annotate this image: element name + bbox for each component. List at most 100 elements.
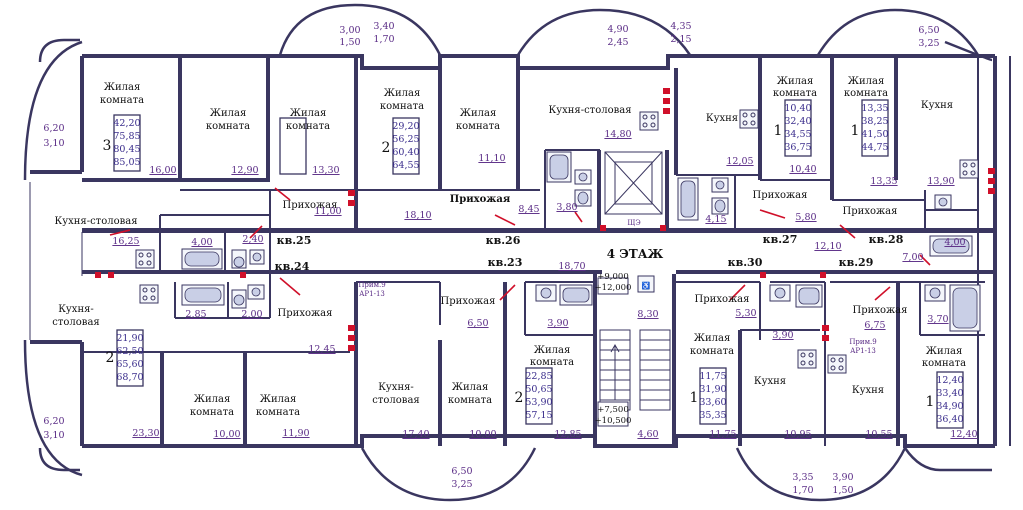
room-name: комната — [380, 101, 424, 112]
room-area: 4,60 — [637, 429, 658, 440]
balcony-area: 3,25 — [451, 479, 472, 490]
svg-text:41,50: 41,50 — [861, 129, 888, 140]
room-name: Кухня — [921, 100, 953, 111]
room-name: Прихожая — [853, 305, 908, 316]
room-name: комната — [256, 407, 300, 418]
room-count: 1 — [690, 390, 699, 406]
room-area: 10,55 — [865, 429, 892, 440]
room-area: 10,40 — [789, 164, 816, 175]
svg-text:85,05: 85,05 — [113, 157, 140, 168]
room-area: 4,00 — [191, 237, 212, 248]
svg-text:35,35: 35,35 — [699, 410, 726, 421]
riser-note: Прим.9 — [358, 281, 385, 289]
room-area: 16,25 — [112, 236, 139, 247]
svg-text:36,75: 36,75 — [784, 142, 811, 153]
room-name: комната — [773, 88, 817, 99]
balcony-area: 3,25 — [918, 38, 939, 49]
balcony-area: 1,50 — [339, 37, 360, 48]
interior-walls-lower — [82, 274, 985, 446]
room-name: Жилая — [384, 88, 421, 99]
svg-text:34,90: 34,90 — [936, 401, 963, 412]
room-name: Кухня-столовая — [548, 105, 631, 116]
summary-kv26: 29,20 56,25 60,40 64,55 — [392, 121, 419, 171]
room-area: 13,35 — [870, 176, 897, 187]
room-area: 11,75 — [709, 429, 736, 440]
svg-text:33,60: 33,60 — [699, 397, 726, 408]
room-name: Прихожая — [450, 194, 511, 205]
room-count: 2 — [515, 390, 524, 406]
room-area: 5,80 — [795, 212, 816, 223]
room-name: Кухня — [754, 376, 786, 387]
svg-text:50,65: 50,65 — [525, 384, 552, 395]
room-name: Прихожая — [278, 308, 333, 319]
room-name: Прихожая — [753, 190, 808, 201]
room-name: Жилая — [104, 82, 141, 93]
svg-text:33,40: 33,40 — [936, 388, 963, 399]
room-name: Жилая — [926, 346, 963, 357]
balcony-area: 4,35 — [670, 21, 691, 32]
room-name: Жилая — [460, 108, 497, 119]
room-name: Кухня- — [58, 304, 94, 315]
room-count: 1 — [926, 394, 935, 410]
room-area: 10,95 — [784, 429, 811, 440]
room-name: Жилая — [694, 333, 731, 344]
room-name: Прихожая — [695, 294, 750, 305]
room-name: Прихожая — [843, 206, 898, 217]
accessibility-icon: ♿ — [642, 281, 651, 290]
room-name: Жилая — [260, 394, 297, 405]
apartment-number: кв.23 — [488, 256, 523, 269]
summary-kv25: 42,20 75,85 80,45 85,05 — [113, 118, 140, 168]
floor-label: 4 ЭТАЖ — [607, 247, 664, 261]
summary-kv30: 11,75 31,90 33,60 35,35 — [699, 371, 726, 421]
riser-note: Прим.9 — [849, 338, 876, 346]
svg-text:34,55: 34,55 — [784, 129, 811, 140]
room-area: 23,30 — [132, 428, 159, 439]
room-area: 12,45 — [308, 344, 335, 355]
room-name: Жилая — [848, 76, 885, 87]
room-count: 3 — [103, 138, 112, 154]
svg-text:62,50: 62,50 — [116, 346, 143, 357]
room-count: 2 — [106, 350, 115, 366]
room-name: комната — [690, 346, 734, 357]
room-name: Жилая — [210, 108, 247, 119]
room-area: 2,40 — [242, 234, 263, 245]
level-mark: +9,000 — [597, 272, 628, 282]
room-area: 3,90 — [547, 318, 568, 329]
room-name: комната — [844, 88, 888, 99]
room-name: Жилая — [777, 76, 814, 87]
room-area: 4,15 — [705, 214, 726, 225]
room-area: 11,10 — [478, 153, 505, 164]
svg-text:75,85: 75,85 — [113, 131, 140, 142]
balcony-area: 4,90 — [607, 24, 628, 35]
svg-text:10,40: 10,40 — [784, 103, 811, 114]
svg-text:11,75: 11,75 — [699, 371, 726, 382]
room-area: 8,30 — [637, 309, 658, 320]
room-area: 3,90 — [772, 330, 793, 341]
room-name: комната — [530, 357, 574, 368]
risers — [95, 88, 995, 351]
room-name: комната — [190, 407, 234, 418]
svg-text:64,55: 64,55 — [392, 160, 419, 171]
balcony-area: 6,50 — [451, 466, 472, 477]
svg-text:57,15: 57,15 — [525, 410, 552, 421]
room-area: 8,45 — [518, 204, 539, 215]
svg-text:38,25: 38,25 — [861, 116, 888, 127]
room-name: комната — [100, 95, 144, 106]
stove-icons — [135, 109, 979, 374]
interior-walls-upper — [82, 56, 978, 270]
balcony-area: 2,15 — [670, 34, 691, 45]
room-area: 12,90 — [231, 165, 258, 176]
summary-kv27: 10,40 32,40 34,55 36,75 — [784, 103, 811, 153]
room-area: 2,00 — [241, 309, 262, 320]
svg-text:29,20: 29,20 — [392, 121, 419, 132]
apartment-number: кв.24 — [275, 260, 310, 273]
balcony-area: 3,10 — [43, 430, 64, 441]
room-area: 12,85 — [554, 429, 581, 440]
summary-kv29: 12,40 33,40 34,90 36,40 — [936, 375, 963, 425]
room-area: 13,90 — [927, 176, 954, 187]
summary-kv24: 21,90 62,50 65,60 68,70 — [116, 333, 143, 383]
summary-kv23: 22,85 50,65 53,90 57,15 — [525, 371, 552, 421]
elevator-shaft — [604, 151, 663, 215]
room-name: Кухня — [852, 385, 884, 396]
